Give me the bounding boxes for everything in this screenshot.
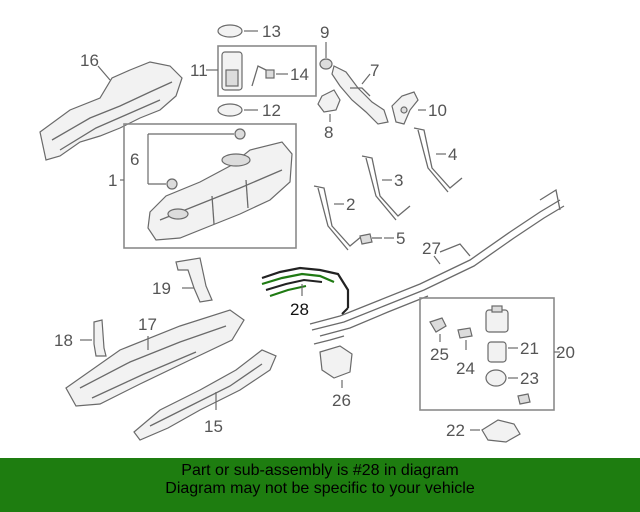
part-18-bracket[interactable] [93, 319, 107, 357]
callout-16[interactable]: 16 [80, 51, 99, 70]
part-21-filter[interactable] [487, 341, 507, 363]
callout-6[interactable]: 6 [130, 150, 139, 169]
leader-7 [361, 73, 371, 85]
callout-14[interactable]: 14 [290, 65, 309, 84]
callout-17[interactable]: 17 [138, 315, 157, 334]
callout-10[interactable]: 10 [428, 101, 447, 120]
part-6-valves[interactable] [166, 128, 246, 190]
part-12-seal[interactable] [217, 103, 243, 117]
part-4-strap[interactable] [413, 127, 463, 193]
callout-27[interactable]: 27 [422, 239, 441, 258]
part-27-fuel-lines[interactable] [309, 188, 565, 337]
part-3-strap[interactable] [361, 155, 411, 221]
callout-2[interactable]: 2 [346, 195, 355, 214]
part-14-sender[interactable] [251, 65, 275, 87]
pump-assembly-box [217, 45, 317, 97]
callout-19[interactable]: 19 [152, 279, 171, 298]
callout-9[interactable]: 9 [320, 23, 329, 42]
part-10-bracket[interactable] [391, 91, 419, 125]
callout-18[interactable]: 18 [54, 331, 73, 350]
part-16-shield[interactable] [39, 61, 183, 161]
part-8-housing[interactable] [317, 89, 341, 113]
leader-16 [97, 65, 111, 81]
part-9-cap[interactable] [319, 58, 333, 70]
callout-3[interactable]: 3 [394, 171, 403, 190]
part-filter-head[interactable] [485, 305, 509, 333]
diagram-notice-banner: Part or sub-assembly is #28 in diagram D… [0, 458, 640, 512]
part-13-lock-ring[interactable] [217, 24, 243, 38]
part-23-filter-bowl[interactable] [485, 369, 507, 387]
part-drain-plug[interactable] [517, 393, 531, 405]
part-25-fitting[interactable] [429, 317, 447, 333]
part-2-strap[interactable] [313, 185, 363, 251]
callout-23[interactable]: 23 [520, 369, 539, 388]
part-7-filler-pipe[interactable] [331, 65, 389, 125]
part-24-fitting[interactable] [457, 327, 473, 339]
part-26-valve-assembly[interactable] [313, 335, 353, 379]
callout-7[interactable]: 7 [370, 61, 379, 80]
callout-1[interactable]: 1 [108, 171, 117, 190]
callout-20[interactable]: 20 [556, 343, 575, 362]
part-5-bolt[interactable] [359, 233, 382, 245]
callout-4[interactable]: 4 [448, 145, 457, 164]
tank-assembly-box [123, 123, 297, 249]
callout-15[interactable]: 15 [204, 417, 223, 436]
part-17-skid-plate[interactable] [65, 309, 245, 407]
part-22-bracket[interactable] [481, 419, 521, 443]
callout-24[interactable]: 24 [456, 359, 475, 378]
callout-8[interactable]: 8 [324, 123, 333, 142]
part-11-fuel-pump[interactable] [221, 51, 243, 91]
part-28-fuel-line-bundle[interactable] [261, 266, 350, 315]
filter-assembly-box [419, 297, 555, 411]
banner-line-1: Part or sub-assembly is #28 in diagram [181, 462, 459, 479]
callout-28[interactable]: 28 [290, 300, 309, 319]
callout-25[interactable]: 25 [430, 345, 449, 364]
callout-12[interactable]: 12 [262, 101, 281, 120]
part-19-bracket[interactable] [175, 257, 213, 303]
callout-22[interactable]: 22 [446, 421, 465, 440]
part-15-shield[interactable] [133, 349, 277, 441]
leader-27 [433, 255, 441, 265]
part-1-fuel-tank[interactable] [147, 141, 293, 241]
banner-line-2: Diagram may not be specific to your vehi… [165, 480, 475, 497]
callout-21[interactable]: 21 [520, 339, 539, 358]
callout-5[interactable]: 5 [396, 229, 405, 248]
callout-13[interactable]: 13 [262, 22, 281, 41]
exploded-parts-diagram: 16 6 1 11 14 13 12 [39, 22, 575, 443]
callout-26[interactable]: 26 [332, 391, 351, 410]
callout-11[interactable]: 11 [190, 61, 208, 80]
